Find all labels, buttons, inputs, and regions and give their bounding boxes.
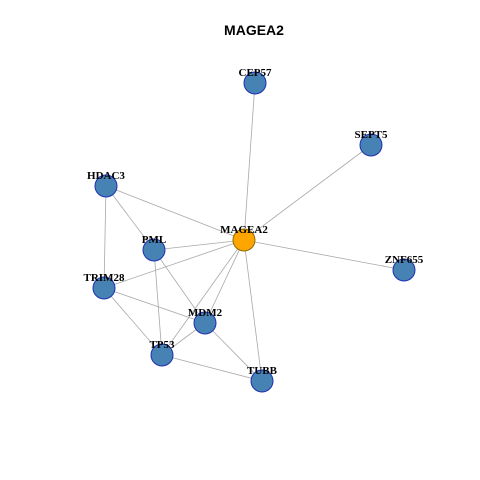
edge-magea2-pml xyxy=(153,239,245,251)
node-tp53[interactable] xyxy=(150,343,174,367)
node-znf655[interactable] xyxy=(392,258,416,282)
edge-magea2-tubb xyxy=(243,239,263,382)
node-layer xyxy=(92,71,416,393)
edge-magea2-cep57 xyxy=(243,82,256,241)
edge-magea2-sept5 xyxy=(243,144,372,241)
node-sept5[interactable] xyxy=(359,133,383,157)
edge-trim28-mdm2 xyxy=(103,287,206,324)
node-label-tubb: TUBB xyxy=(247,365,278,377)
node-pml[interactable] xyxy=(142,238,166,262)
node-mdm2[interactable] xyxy=(193,311,217,335)
node-tubb[interactable] xyxy=(250,369,274,393)
edge-magea2-tp53 xyxy=(161,239,245,356)
edge-magea2-trim28 xyxy=(103,239,245,289)
edge-hdac3-pml xyxy=(105,185,155,251)
node-hdac3[interactable] xyxy=(94,174,118,198)
node-trim28[interactable] xyxy=(92,276,116,300)
node-label-tp53: TP53 xyxy=(149,339,175,351)
edge-pml-mdm2 xyxy=(153,249,206,324)
edge-magea2-znf655 xyxy=(243,239,405,271)
node-label-pml: PML xyxy=(142,234,166,246)
node-label-trim28: TRIM28 xyxy=(84,272,125,284)
edge-magea2-hdac3 xyxy=(105,185,245,241)
node-label-magea2: MAGEA2 xyxy=(220,224,268,236)
node-label-cep57: CEP57 xyxy=(239,67,273,79)
node-label-znf655: ZNF655 xyxy=(385,254,424,266)
edge-mdm2-tubb xyxy=(204,322,263,382)
graph-title: MAGEA2 xyxy=(224,22,284,38)
edge-magea2-mdm2 xyxy=(204,239,245,324)
edge-layer xyxy=(103,82,405,382)
node-label-mdm2: MDM2 xyxy=(188,307,223,319)
node-cep57[interactable] xyxy=(243,71,267,95)
edge-tp53-tubb xyxy=(161,354,263,382)
node-label-hdac3: HDAC3 xyxy=(87,170,125,182)
node-magea2[interactable] xyxy=(232,228,256,252)
edge-trim28-tp53 xyxy=(103,287,163,356)
edge-pml-tp53 xyxy=(153,249,163,356)
edge-hdac3-trim28 xyxy=(103,185,107,289)
node-label-sept5: SEPT5 xyxy=(354,129,388,141)
